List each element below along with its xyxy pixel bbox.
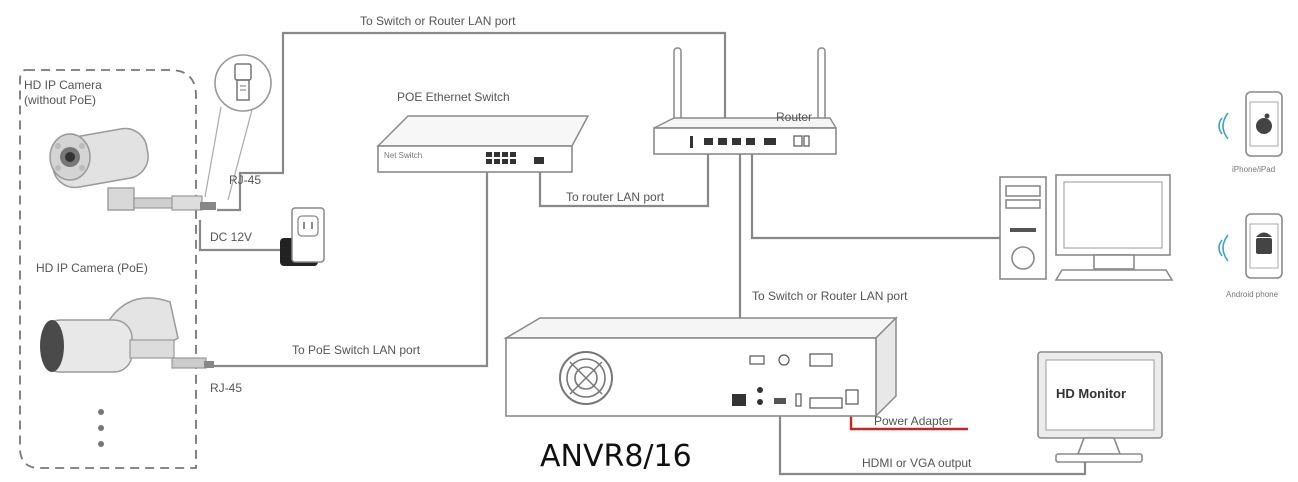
nvr-model-label: ANVR8/16 bbox=[540, 439, 692, 474]
wire-switch-to-router bbox=[538, 145, 710, 208]
label-to-switch-router-nvr: To Switch or Router LAN port bbox=[752, 289, 908, 303]
label-to-router-lan: To router LAN port bbox=[566, 190, 665, 204]
label-power-adapter: Power Adapter bbox=[874, 414, 953, 428]
desktop-pc-icon bbox=[999, 174, 1174, 281]
hd-monitor-label: HD Monitor bbox=[1056, 386, 1126, 401]
wire-nvr-to-monitor bbox=[778, 406, 1087, 476]
poe-switch-label: POE Ethernet Switch bbox=[397, 90, 510, 104]
bullet-camera-icon bbox=[40, 297, 214, 373]
rj45-top-label: RJ-45 bbox=[229, 173, 261, 187]
label-to-switch-router-top: To Switch or Router LAN port bbox=[360, 14, 516, 28]
camera1-label-line1: HD IP Camera bbox=[24, 78, 102, 92]
android-phone-icon bbox=[1218, 213, 1283, 279]
svg-text:Net Switch: Net Switch bbox=[384, 151, 422, 160]
wire-camera1-to-router bbox=[217, 31, 727, 212]
nvr-icon bbox=[503, 316, 898, 418]
poe-switch-icon: Net Switch bbox=[376, 115, 590, 173]
camera-group-box bbox=[19, 69, 197, 469]
power-adapter-icon bbox=[280, 207, 325, 266]
wires bbox=[198, 31, 1087, 476]
iphone-label: iPhone/iPad bbox=[1232, 165, 1275, 174]
iphone-icon bbox=[1218, 91, 1283, 157]
camera1-label-line2: (without PoE) bbox=[24, 93, 96, 107]
rj45-plug-icon bbox=[204, 54, 272, 201]
more-cameras-dots bbox=[98, 409, 104, 447]
wire-dc12v bbox=[198, 220, 290, 252]
hd-monitor-icon bbox=[1037, 351, 1163, 463]
ptz-camera-icon bbox=[49, 127, 216, 211]
dc12v-label: DC 12V bbox=[210, 230, 252, 244]
camera2-label: HD IP Camera (PoE) bbox=[36, 261, 148, 275]
router-icon bbox=[653, 47, 838, 155]
router-label: Router bbox=[776, 110, 812, 124]
label-to-poe-switch-lan: To PoE Switch LAN port bbox=[292, 343, 421, 357]
rj45-bottom-label: RJ-45 bbox=[210, 381, 242, 395]
label-hdmi-vga: HDMI or VGA output bbox=[862, 456, 972, 470]
wire-router-to-pc bbox=[750, 145, 1003, 240]
wire-camera2-to-switch bbox=[212, 166, 489, 368]
android-phone-label: Android phone bbox=[1226, 290, 1279, 299]
